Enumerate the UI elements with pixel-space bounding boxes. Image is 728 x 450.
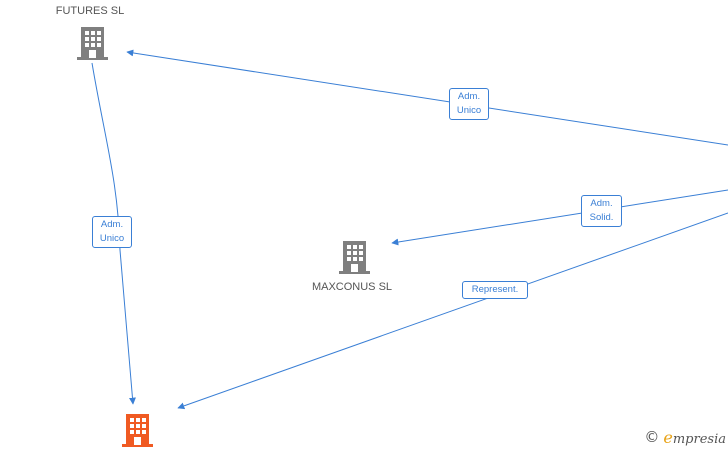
edge-right-to-bottom bbox=[177, 212, 728, 410]
edge-label-adm-unico-left: Adm. Unico bbox=[92, 216, 132, 248]
edge-label-represent: Represent. bbox=[462, 281, 528, 299]
middle-company-label: MAXCONUS SL bbox=[311, 281, 393, 293]
edge-label-adm-solid: Adm. Solid. bbox=[581, 195, 622, 227]
empresia-logo: empresia bbox=[663, 427, 726, 447]
edge-right-to-top bbox=[126, 49, 728, 146]
building-icon bbox=[339, 241, 370, 274]
edge-right-to-middle bbox=[391, 189, 728, 246]
copyright-symbol: © bbox=[644, 428, 660, 446]
building-icon-highlighted bbox=[122, 414, 153, 447]
empresia-watermark: © empresia bbox=[644, 427, 726, 447]
building-icon bbox=[77, 27, 108, 60]
edge-label-adm-unico-top: Adm. Unico bbox=[449, 88, 489, 120]
top-company-label: FUTURES SL bbox=[55, 5, 125, 17]
